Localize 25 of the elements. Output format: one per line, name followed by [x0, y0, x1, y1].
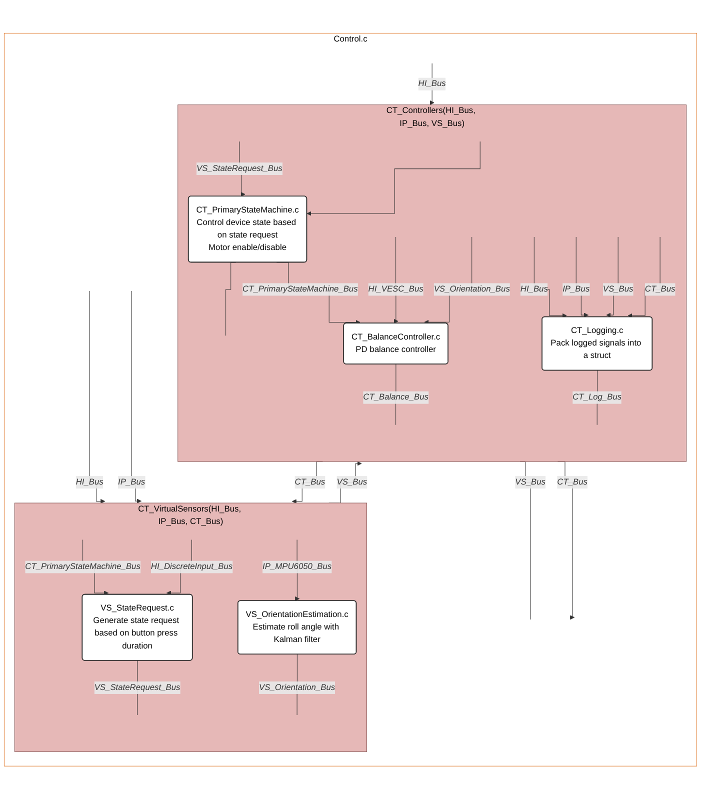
edge-label: VS_StateRequest_Bus [94, 683, 180, 692]
edge-label: VS_Orientation_Bus [259, 683, 336, 692]
arrow [89, 291, 106, 504]
edge-label: CT_Balance_Bus [363, 393, 428, 402]
edge-label: IP_Bus [118, 478, 146, 487]
edge-label: HI_Bus [76, 478, 104, 487]
edge-label: CT_Bus [294, 478, 326, 487]
edge-label: HI_Bus [418, 80, 446, 89]
edge-label: VS_StateRequest_Bus [196, 164, 282, 174]
edge-label: IP_MPU6050_Bus [262, 562, 332, 572]
edge-label: VS_Bus [515, 478, 546, 487]
edge-label: HI_DiscreteInput_Bus [150, 562, 233, 572]
edge-label: CT_Log_Bus [572, 393, 622, 402]
edge-label: CT_Bus [644, 285, 676, 294]
edge-label: VS_Bus [602, 285, 634, 294]
edge-label: CT_PrimaryStateMachine_Bus [25, 562, 140, 572]
edge-label: VS_Orientation_Bus [434, 285, 510, 294]
arrow [131, 291, 142, 504]
edge-label: CT_PrimaryStateMachine_Bus [242, 285, 358, 294]
edge-label: VS_Bus [336, 478, 368, 487]
edge-label: HI_VESC_Bus [368, 285, 424, 294]
edge-label: HI_Bus [520, 285, 548, 294]
edge-label: CT_Bus [557, 478, 588, 487]
arrow [306, 142, 480, 216]
edge-label: IP_Bus [562, 285, 590, 294]
